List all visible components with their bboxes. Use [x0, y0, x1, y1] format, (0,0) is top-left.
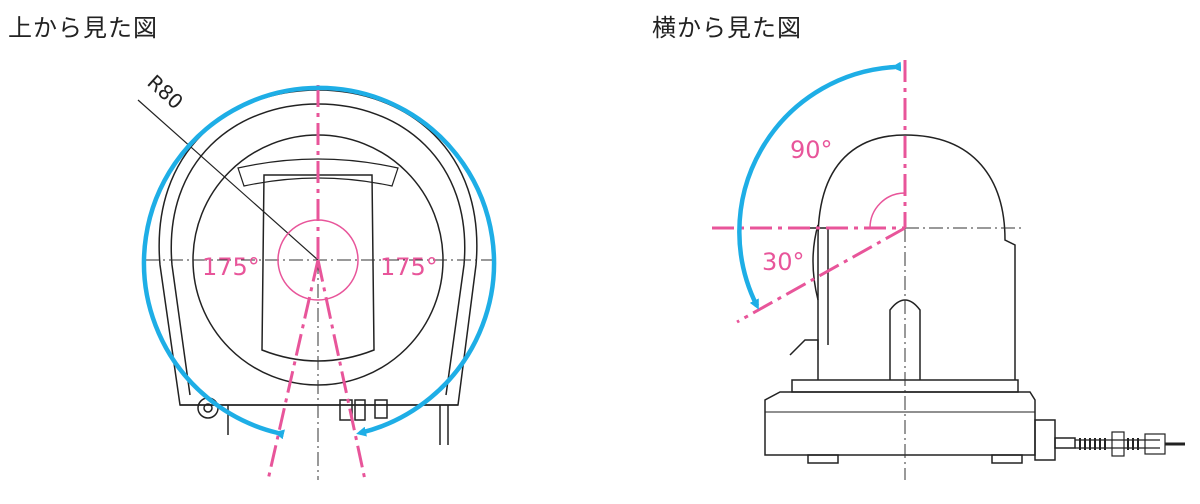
tilt-down-angle-label: 30°: [762, 248, 805, 276]
cable-stripes: [1079, 438, 1139, 450]
tilt-up-angle-label: 90°: [790, 136, 833, 164]
tilt-angle-arc: [869, 192, 906, 229]
top-center-lines: [145, 259, 495, 480]
pan-angle-lines: [266, 85, 367, 481]
side-view: 90° 30°: [712, 60, 1185, 480]
pan-center-circle: [277, 219, 359, 301]
cable-connector: [1075, 431, 1185, 457]
pan-rotation-arrow-icon: [141, 85, 497, 440]
radius-label: R80: [143, 70, 188, 114]
top-view-title: 上から見た図: [8, 14, 158, 42]
camera-side-outline: [764, 134, 1076, 464]
side-center-lines: [904, 227, 1025, 480]
tilt-rotation-arrow-icon: [737, 61, 902, 310]
pan-right-angle-label: 175°: [380, 253, 438, 281]
pan-left-angle-label: 175°: [202, 253, 260, 281]
top-view: R80 175° 175°: [137, 70, 497, 481]
side-view-title: 横から見た図: [652, 14, 802, 42]
